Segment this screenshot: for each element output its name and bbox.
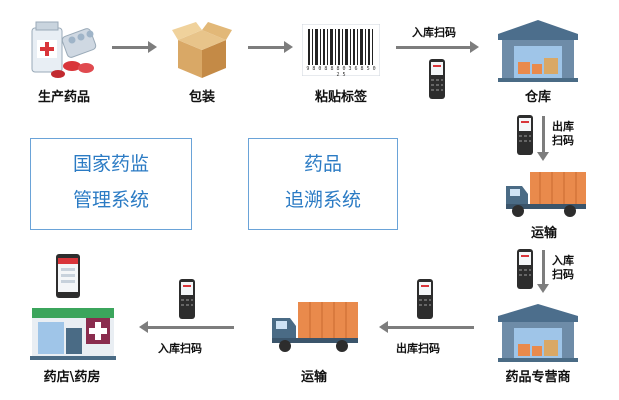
barcode-digits: 9 8 0 8 8 8 0 3 6 8 5 0 2 5 [306, 66, 376, 78]
traceability-system-line1: 药品 [303, 153, 342, 175]
regulator-system-line1: 国家药监 [72, 153, 149, 175]
flow-arrow [379, 321, 474, 333]
flow-arrow [537, 116, 549, 161]
pharmacy-store-icon [30, 254, 116, 360]
step-labeling-label: 粘贴标签 [314, 90, 367, 105]
regulator-system-line2: 管理系统 [72, 189, 149, 211]
step-transport-bottom-label: 运输 [300, 370, 327, 385]
flow-arrow [139, 321, 234, 333]
medicine-icon [31, 21, 97, 78]
barcode-scanner-icon [179, 279, 195, 319]
warehouse-icon [498, 20, 578, 82]
barcode-scanner-icon [517, 249, 533, 289]
scan-label-outbound: 出库 [552, 120, 574, 133]
step-pharmacy-label: 药店\药房 [43, 370, 101, 385]
flow-arrow [248, 41, 293, 53]
step-packaging-label: 包装 [188, 90, 215, 105]
distributor-warehouse-icon [498, 304, 578, 362]
traceability-system-box: 药品 追溯系统 [248, 138, 398, 230]
regulator-system-box: 国家药监 管理系统 [30, 138, 192, 230]
scan-label-inbound-right: 入库 [552, 254, 574, 267]
flow-arrow [396, 41, 479, 53]
truck-icon [272, 302, 358, 352]
scan-label-inbound-bottom: 入库扫码 [158, 342, 202, 355]
barcode-scanner-icon [517, 115, 533, 155]
traceability-system-line2: 追溯系统 [284, 189, 361, 211]
truck-icon [506, 172, 586, 217]
barcode-scanner-icon [429, 59, 445, 99]
scan-label-inbound-right-scan: 扫码 [552, 268, 574, 281]
step-distributor-label: 药品专营商 [505, 370, 571, 385]
step-production-label: 生产药品 [37, 90, 90, 105]
scan-label-outbound-bottom: 出库扫码 [396, 342, 440, 355]
step-transport-right-label: 运输 [530, 226, 557, 241]
flow-arrow [112, 41, 157, 53]
barcode-icon [302, 24, 380, 76]
package-box-icon [172, 22, 232, 78]
scan-label-inbound: 入库扫码 [412, 26, 456, 39]
scan-label-outbound-scan: 扫码 [552, 134, 574, 147]
step-warehouse-label: 仓库 [524, 90, 551, 105]
flow-arrow [537, 250, 549, 293]
barcode-scanner-icon [417, 279, 433, 319]
